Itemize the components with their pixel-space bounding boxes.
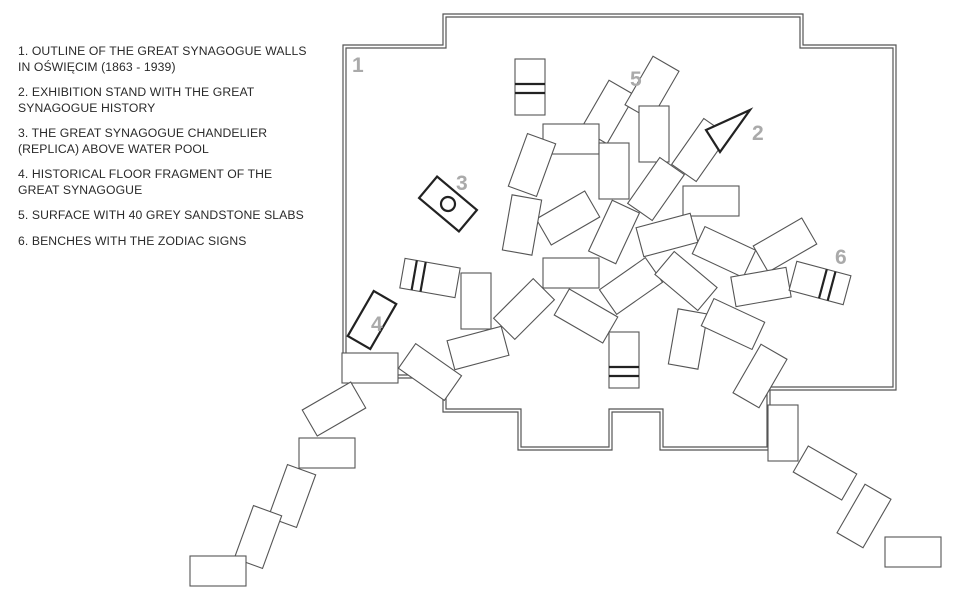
slab bbox=[501, 194, 543, 256]
legend: 1. OUTLINE OF THE GREAT SYNAGOGUE WALLS … bbox=[18, 44, 338, 259]
slab bbox=[767, 404, 799, 462]
legend-item-3: 3. THE GREAT SYNAGOGUE CHANDELIER (REPLI… bbox=[18, 126, 268, 156]
slab bbox=[542, 123, 600, 155]
slab bbox=[446, 325, 510, 371]
zodiac-bench bbox=[608, 331, 640, 389]
slab bbox=[598, 256, 664, 316]
zodiac-bench bbox=[399, 257, 461, 299]
legend-item-2: 2. EXHIBITION STAND WITH THE GREAT SYNAG… bbox=[18, 85, 255, 115]
slab bbox=[189, 555, 247, 587]
chandelier-circle bbox=[439, 195, 457, 213]
slab bbox=[884, 536, 942, 568]
zodiac-bench bbox=[788, 260, 852, 306]
slab bbox=[624, 55, 680, 121]
slab bbox=[542, 257, 600, 289]
slab bbox=[298, 437, 356, 469]
marker-3: 3 bbox=[456, 172, 468, 195]
slab bbox=[654, 250, 718, 312]
slab bbox=[682, 185, 740, 217]
slab bbox=[397, 342, 463, 402]
marker-2: 2 bbox=[752, 122, 764, 145]
marker-4: 4 bbox=[371, 313, 383, 336]
marker-5: 5 bbox=[630, 68, 642, 91]
slab bbox=[587, 199, 641, 265]
zodiac-bench bbox=[514, 58, 546, 116]
slab bbox=[460, 272, 492, 330]
slab bbox=[507, 132, 557, 198]
exhibition-stand-triangle bbox=[704, 107, 754, 154]
sandstone-slabs bbox=[189, 55, 942, 587]
slab bbox=[301, 381, 367, 437]
slab bbox=[492, 277, 556, 341]
slab bbox=[341, 352, 399, 384]
slab bbox=[635, 212, 699, 258]
legend-item-5: 5. SURFACE WITH 40 GREY SANDSTONE SLABS bbox=[18, 208, 304, 222]
slab bbox=[836, 483, 892, 549]
slab bbox=[691, 225, 757, 279]
slab bbox=[700, 297, 766, 351]
legend-item-6: 6. BENCHES WITH THE ZODIAC SIGNS bbox=[18, 233, 247, 248]
marker-1: 1 bbox=[352, 54, 364, 77]
historical-floor-fragment bbox=[346, 289, 398, 351]
marker-6: 6 bbox=[835, 246, 847, 269]
slab bbox=[598, 142, 630, 200]
slab bbox=[638, 105, 670, 163]
slab bbox=[730, 266, 792, 308]
slab bbox=[792, 445, 858, 501]
legend-item-4: 4. HISTORICAL FLOOR FRAGMENT OF THE GREA… bbox=[18, 167, 273, 197]
slab bbox=[732, 343, 788, 409]
slab bbox=[553, 288, 619, 344]
slab bbox=[626, 156, 686, 222]
legend-item-1: 1. OUTLINE OF THE GREAT SYNAGOGUE WALLS … bbox=[18, 44, 307, 74]
slab bbox=[233, 504, 283, 570]
slab bbox=[667, 308, 709, 370]
slab bbox=[752, 217, 818, 273]
slab bbox=[267, 463, 317, 529]
slab bbox=[535, 190, 601, 246]
chandelier-water-pool bbox=[417, 175, 479, 233]
